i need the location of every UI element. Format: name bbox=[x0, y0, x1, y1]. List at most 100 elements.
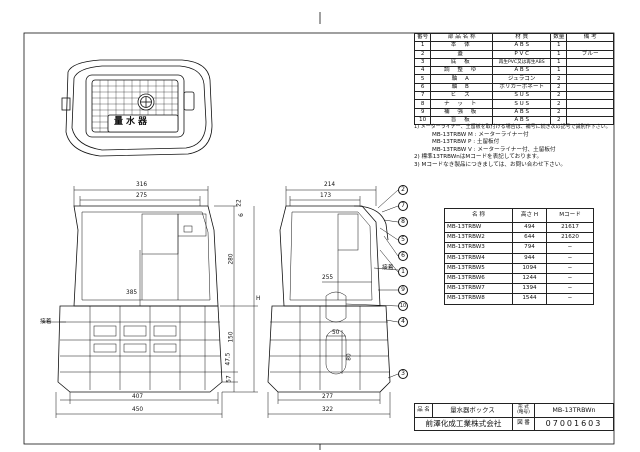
model-table: 名 称 高さ H Mコード MB-13TRBW 494 21617 MB-13T… bbox=[444, 208, 594, 305]
part-qty: 2 bbox=[550, 99, 568, 109]
table-row: MB-13TRBW7 1394 − bbox=[444, 283, 594, 295]
model-header-row: 名 称 高さ H Mコード bbox=[444, 208, 594, 223]
part-remarks bbox=[566, 107, 614, 117]
part-material: 再生PVC又は再生ABS bbox=[492, 57, 552, 68]
lid-plan-view bbox=[61, 59, 213, 157]
part-name: 調 整 ゆ bbox=[430, 66, 494, 76]
balloon-9: 9 bbox=[398, 285, 408, 295]
table-row: 1 本 体 A B S 1 bbox=[413, 41, 614, 51]
part-name: 軸 A bbox=[430, 74, 494, 84]
title-model-label: 形 式 (略号) bbox=[512, 403, 535, 418]
part-no: 7 bbox=[413, 91, 432, 101]
part-no: 8 bbox=[413, 99, 432, 109]
balloon-10: 10 bbox=[398, 301, 408, 311]
balloon-7: 7 bbox=[398, 201, 408, 211]
title-row-1: 品 名 量水器ボックス 形 式 (略号) MB-13TRBWn bbox=[414, 403, 614, 418]
table-row: 9 補 強 板 A B S 2 bbox=[413, 107, 614, 117]
table-row: MB-13TRBW2 644 21620 bbox=[444, 232, 594, 244]
part-material: A B S bbox=[492, 107, 552, 117]
model-name: MB-13TRBW5 bbox=[444, 262, 513, 274]
table-row: MB-13TRBW3 794 − bbox=[444, 242, 594, 254]
part-name: 補 強 板 bbox=[430, 107, 494, 117]
part-remarks bbox=[566, 74, 614, 84]
part-no: 1 bbox=[413, 41, 432, 51]
part-material: S U S bbox=[492, 99, 552, 109]
dim-side-50: 50 bbox=[332, 330, 340, 336]
balloon-5: 5 bbox=[398, 235, 408, 245]
part-remarks bbox=[566, 99, 614, 109]
part-no: 3 bbox=[413, 57, 432, 68]
part-no: 5 bbox=[413, 74, 432, 84]
part-no: 6 bbox=[413, 82, 432, 93]
model-name: MB-13TRBW7 bbox=[444, 283, 513, 295]
model-name: MB-13TRBW8 bbox=[444, 293, 513, 305]
table-row: 3 底 板 再生PVC又は再生ABS 1 bbox=[413, 57, 614, 68]
dim-front-280: 280 bbox=[228, 253, 235, 265]
title-name-value: 量水器ボックス bbox=[432, 403, 513, 418]
part-name: 蓋 bbox=[430, 49, 494, 59]
title-drawing-no: 07001603 bbox=[534, 416, 614, 431]
table-row: 5 軸 A ジュラコン 2 bbox=[413, 74, 614, 84]
note-2: 2) 標準13TRBWnはMコードを表記しております。 bbox=[414, 154, 543, 161]
model-name: MB-13TRBW3 bbox=[444, 242, 513, 254]
lid-logo: 量水器 bbox=[114, 117, 151, 127]
model-height: 644 bbox=[512, 232, 547, 244]
model-mcode: − bbox=[546, 252, 594, 264]
part-material: A B S bbox=[492, 41, 552, 51]
model-name: MB-13TRBW bbox=[444, 221, 513, 234]
table-row: MB-13TRBW8 1544 − bbox=[444, 293, 594, 305]
side-elevation bbox=[267, 186, 399, 418]
part-remarks bbox=[566, 82, 614, 93]
dim-front-h: H bbox=[256, 296, 261, 302]
dim-side-80: 80 bbox=[346, 353, 353, 361]
part-remarks bbox=[566, 57, 614, 68]
model-height: 944 bbox=[512, 252, 547, 264]
header-height: 高さ H bbox=[512, 208, 547, 223]
part-material: P V C bbox=[492, 49, 552, 59]
table-row: MB-13TRBW5 1094 − bbox=[444, 262, 594, 274]
part-no: 10 bbox=[413, 115, 432, 126]
model-height: 1394 bbox=[512, 283, 547, 295]
dim-front-57: 57 bbox=[226, 375, 233, 383]
note-1: 1) メーターライナー、土留板を取付ける場合は、補号に続き次の記号で識別作下さい… bbox=[414, 124, 611, 130]
balloon-1: 1 bbox=[398, 267, 408, 277]
table-row: MB-13TRBW 494 21617 bbox=[444, 221, 594, 234]
header-qty: 数量 bbox=[550, 32, 568, 43]
part-qty: 2 bbox=[550, 107, 568, 117]
table-row: MB-13TRBW4 944 − bbox=[444, 252, 594, 264]
table-row: 6 軸 B ポリカーボネート 2 bbox=[413, 82, 614, 93]
part-material: A B S bbox=[492, 66, 552, 76]
part-no: 9 bbox=[413, 107, 432, 117]
part-qty: 2 bbox=[550, 115, 568, 126]
balloon-4: 4 bbox=[398, 317, 408, 327]
dim-front-385: 385 bbox=[126, 290, 138, 296]
dim-front-407: 407 bbox=[132, 394, 144, 400]
model-height: 1094 bbox=[512, 262, 547, 274]
part-qty: 2 bbox=[550, 74, 568, 84]
part-remarks bbox=[566, 115, 614, 126]
label-side-adhesive: 接着 bbox=[382, 265, 394, 271]
part-name: ビ ス bbox=[430, 91, 494, 101]
model-name: MB-13TRBW4 bbox=[444, 252, 513, 264]
header-mcode: Mコード bbox=[546, 208, 594, 223]
title-block: 品 名 量水器ボックス 形 式 (略号) MB-13TRBWn 前澤化成工業株式… bbox=[414, 403, 614, 431]
part-material: ポリカーボネート bbox=[492, 82, 552, 93]
model-height: 494 bbox=[512, 221, 547, 234]
dim-front-inner: 275 bbox=[136, 193, 148, 199]
drawing-frame bbox=[23, 32, 615, 445]
part-remarks: ブルー bbox=[566, 49, 614, 59]
model-name: MB-13TRBW2 bbox=[444, 232, 513, 244]
model-mcode: − bbox=[546, 283, 594, 295]
model-height: 1544 bbox=[512, 293, 547, 305]
part-name: ナ ッ ト bbox=[430, 99, 494, 109]
table-row: 2 蓋 P V C 1 ブルー bbox=[413, 49, 614, 59]
note-1a: MB-13TRBW M : メーターライナー付 bbox=[432, 131, 529, 138]
dim-side-inner: 173 bbox=[320, 193, 332, 199]
part-no: 4 bbox=[413, 66, 432, 76]
dim-side-top: 214 bbox=[324, 182, 336, 188]
header-material: 材 質 bbox=[492, 32, 552, 43]
parts-table: 番号 部 品 名 称 材 質 数量 備 考 1 本 体 A B S 1 2 蓋 … bbox=[413, 32, 614, 126]
part-material: S U S bbox=[492, 91, 552, 101]
